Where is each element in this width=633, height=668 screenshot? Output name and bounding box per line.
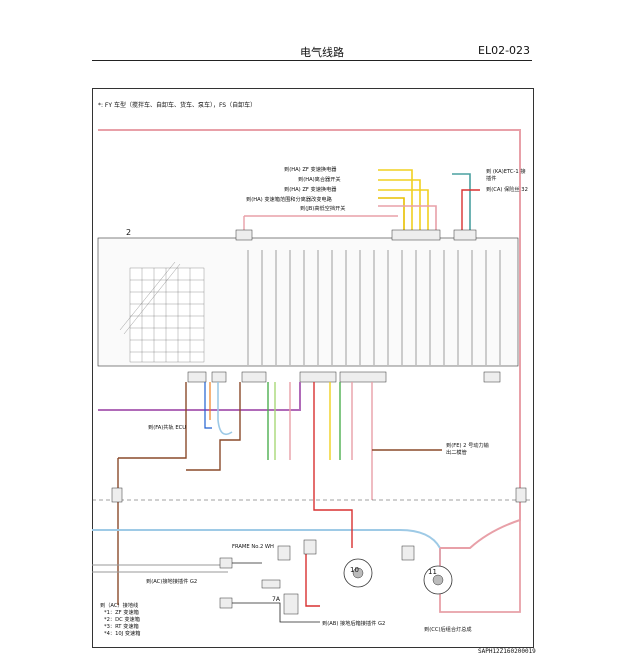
wire-blue-ecu (204, 382, 212, 429)
fuse-label: 到(CA) 保险丝 32 (486, 187, 528, 193)
frame-wire-label: FRAME No.2 WH (232, 544, 274, 550)
legend-3: *3：RT 变速箱 (104, 624, 139, 630)
model-note: *: FY 车型（搅拌车、自卸车、货车、泵车），FS（自卸车） (98, 102, 257, 109)
lamp-cc-label: 到(CC)后组合灯总成 (424, 627, 472, 633)
connector-label-1: 到(HA) ZF 变速换电器 (284, 167, 337, 173)
connector-bottom-row (187, 371, 501, 383)
lamp-11-inner (432, 574, 444, 586)
wire-lightblue-bottom (92, 529, 441, 575)
wire-brown-left (118, 382, 187, 459)
page-header-title: 电气线路 (300, 46, 344, 59)
meter-internal-lines (247, 250, 501, 365)
wire-top-pink (98, 129, 521, 420)
connector-label-2: 到(HA)离合器开关 (298, 177, 341, 183)
ground-g2-label: 到(AC)接地接插件 G2 (146, 579, 198, 585)
wire-lightblue-loop (217, 382, 233, 436)
diagram-frame (92, 88, 534, 648)
wire-yellow-2 (378, 179, 421, 238)
meter-number: 2 (126, 228, 132, 237)
wire-red-bottom (313, 470, 353, 548)
ecu-label: 到(FA)共轨 ECU (148, 425, 187, 431)
document-footer-code: SAPH12Z160200019 (478, 648, 536, 655)
node-7a-label: 7A (272, 596, 280, 603)
wire-gray-1 (92, 564, 228, 573)
legend-1: *1：ZF 变速箱 (104, 610, 139, 616)
lamp-10-inner (352, 567, 364, 579)
wire-pink-left (243, 215, 398, 238)
meter-grid-panel (119, 261, 205, 363)
connector-top-left (235, 229, 253, 241)
connector-label-3: 到(HA) ZF 变速换电器 (284, 187, 337, 193)
wire-yellow-4 (378, 197, 405, 238)
wire-pink-bottom-right (439, 520, 521, 613)
wire-purple-bus (98, 382, 301, 411)
wire-red-fuse (461, 189, 480, 238)
page-header-code: EL02-023 (478, 44, 531, 57)
wire-pink-right (440, 420, 521, 549)
etc-connector-label: 到 (KA)ETC-1 接插件 (486, 169, 526, 182)
wire-teal (452, 173, 471, 238)
legend-ac: 到（AC）接地线 (100, 603, 139, 609)
wire-red-lamp (305, 548, 320, 607)
wire-black-bottom (232, 562, 320, 623)
ground-g2b-label: 到(AB) 接地后箱接插件 G2 (322, 621, 386, 627)
legend-2: *2：DC 变速箱 (104, 617, 140, 623)
legend-4: *4：10J 变速箱 (104, 631, 141, 637)
node-10-label: 10 (350, 566, 359, 574)
header-rule (92, 60, 532, 61)
bottom-connectors (111, 487, 527, 615)
connector-top-mid (391, 229, 441, 241)
wire-brown-mid (186, 382, 241, 471)
wire-yellow-1 (378, 169, 413, 238)
wire-pink-5 (378, 205, 437, 238)
wire-yellow-3 (378, 189, 429, 238)
connector-label-5: 到(JB)高低空挡开关 (300, 206, 346, 212)
fe-label: 到(FE) 2 号动力输出二模管 (446, 443, 489, 456)
node-11-label: 11 (428, 568, 437, 576)
connector-top-right (453, 229, 477, 241)
connector-label-4: 到(HA) 变速箱范围和分离器改变电路 (246, 197, 332, 203)
